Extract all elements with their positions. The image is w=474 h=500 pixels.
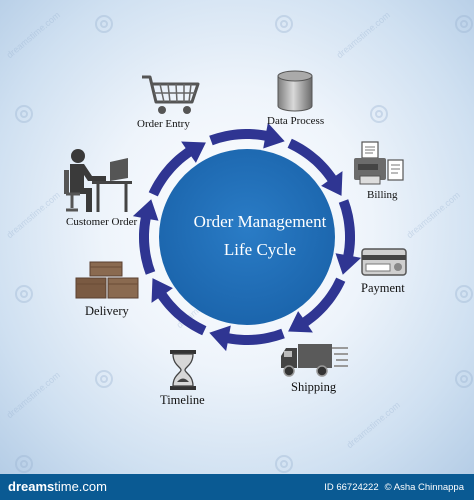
cycle-arrow-6	[151, 278, 207, 336]
brand-prefix: dreams	[8, 479, 55, 494]
footer-meta: ID 66724222 © Asha Chinnappa	[318, 482, 464, 493]
cycle-arrow-3	[335, 199, 362, 275]
brand-suffix: time.com	[54, 479, 107, 494]
cycle-arrow-7	[132, 199, 159, 275]
hourglass-icon	[170, 350, 196, 390]
center-circle	[159, 149, 335, 325]
customer-at-desk-icon	[64, 149, 132, 212]
watermark-ring	[455, 370, 473, 388]
label-order-entry: Order Entry	[137, 118, 190, 130]
watermark-ring	[370, 105, 388, 123]
billing-printer-icon	[354, 141, 404, 185]
label-shipping: Shipping	[291, 380, 337, 394]
watermark-ring	[275, 455, 293, 473]
cycle-arrow-1	[209, 122, 285, 149]
label-payment: Payment	[361, 281, 405, 295]
cycle-arrow-8	[148, 141, 206, 197]
cycle-arrow-5	[209, 325, 285, 352]
label-billing: Billing	[367, 189, 398, 201]
watermark-ring	[15, 455, 33, 473]
author-credit: © Asha Chinnappa	[384, 482, 464, 493]
cycle-arrow-2	[287, 138, 343, 196]
watermark-ring	[15, 105, 33, 123]
label-timeline: Timeline	[160, 393, 205, 407]
watermark-ring	[95, 15, 113, 33]
label-customer-order: Customer Order	[66, 216, 138, 228]
cycle-arrows	[132, 122, 362, 352]
cycle-graphic	[132, 122, 362, 352]
database-icon	[277, 70, 313, 112]
center-title: Order Management Life Cycle	[160, 208, 360, 264]
image-id: ID 66724222	[324, 482, 379, 493]
watermark-ring	[455, 285, 473, 303]
watermark-ring	[15, 285, 33, 303]
footer-bar: dreamstime.com ID 66724222 © Asha Chinnap…	[0, 474, 474, 500]
diagram-canvas: dreamstime.com dreamstime.com dreamstime…	[0, 0, 474, 474]
cycle-arrow-4	[288, 277, 346, 333]
center-title-line-1: Order Management	[193, 212, 327, 231]
center-title-line-2: Life Cycle	[223, 240, 297, 259]
delivery-truck-icon	[281, 344, 348, 377]
shopping-cart-icon	[142, 75, 200, 114]
watermark-ring	[455, 15, 473, 33]
footer-brand: dreamstime.com	[8, 479, 107, 494]
watermark-ring	[275, 15, 293, 33]
watermark-ring	[95, 370, 113, 388]
label-delivery: Delivery	[85, 304, 129, 318]
label-data-process: Data Process	[267, 115, 325, 127]
boxes-icon	[75, 261, 139, 299]
payment-card-icon	[361, 248, 407, 276]
